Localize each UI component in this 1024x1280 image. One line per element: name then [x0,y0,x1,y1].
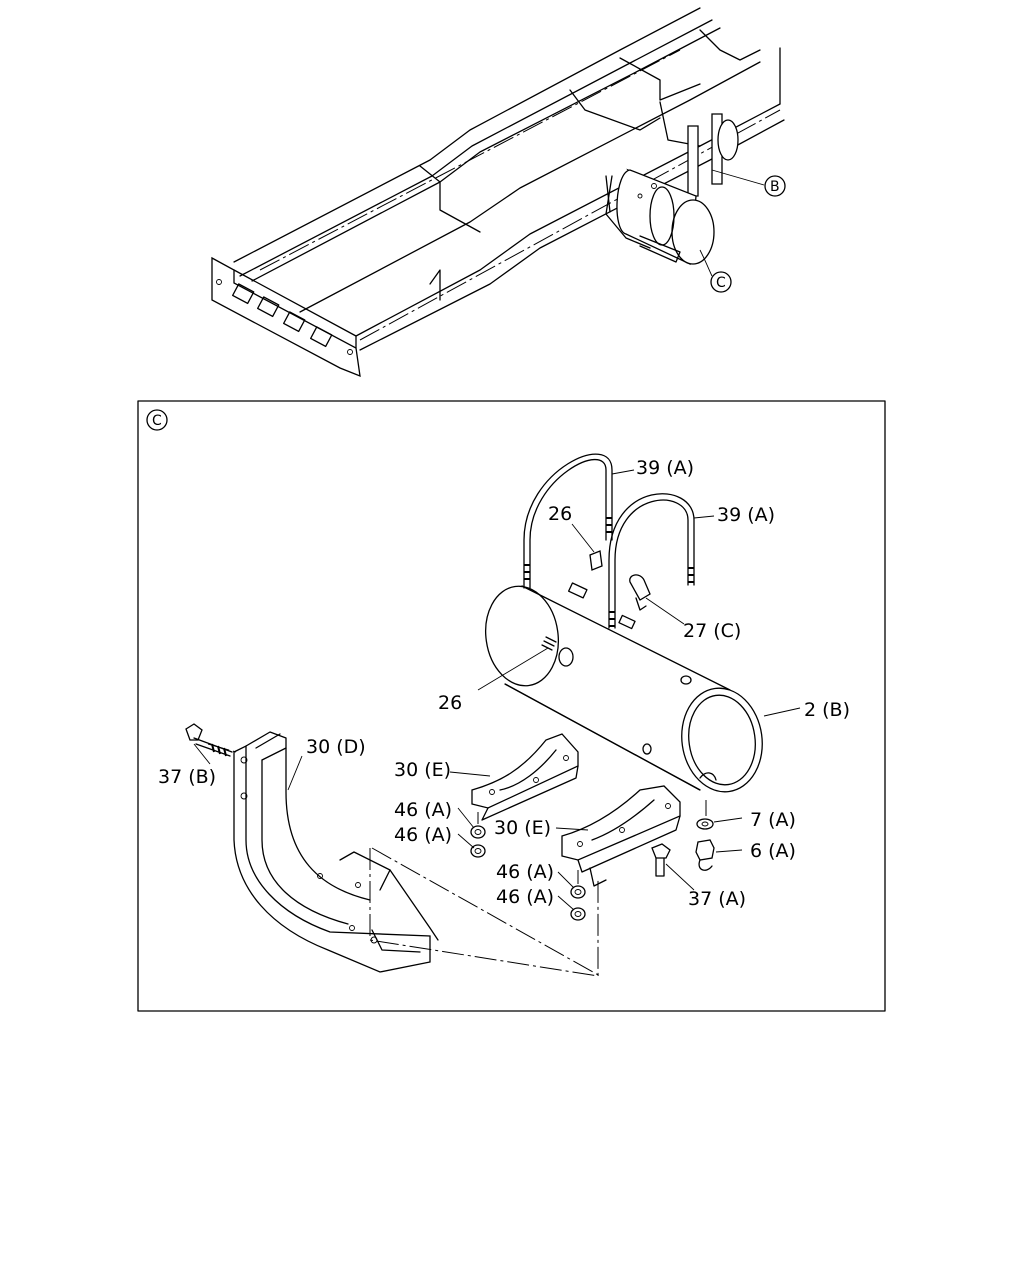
bracket-30d-illustration [233,731,439,973]
label-46a-2: 46 (A) [394,824,452,846]
saddle-30e-lower [561,785,681,887]
label-37a: 37 (A) [688,888,746,910]
callout-c: C [699,249,732,293]
plug-fitting-top [589,550,603,571]
label-2b: 2 (B) [804,699,850,721]
label-46a-4: 46 (A) [496,886,554,908]
svg-text:C: C [152,413,162,429]
detail-view-frame [137,400,886,1012]
nut-46a-illustrations [470,825,586,921]
label-37b: 37 (B) [158,766,216,788]
air-tank-illustration [485,574,763,793]
label-46a-1: 46 (A) [394,799,452,821]
label-6a: 6 (A) [750,840,796,862]
label-27c: 27 (C) [683,620,741,642]
saddle-30e-upper [471,733,579,821]
label-26-side: 26 [438,692,462,714]
drain-cock-6a-illustration [695,839,715,871]
center-line [369,848,599,977]
label-30e-1: 30 (E) [394,759,451,781]
label-46a-3: 46 (A) [496,861,554,883]
callout-b-letter: B [770,179,780,195]
callout-c-letter: C [716,275,726,291]
label-7a: 7 (A) [750,809,796,831]
u-bolt-illustration [523,453,695,629]
label-30d: 30 (D) [306,736,366,758]
label-26-top: 26 [548,503,572,525]
label-39a-1: 39 (A) [636,457,694,479]
detail-view-label: C [146,409,168,431]
washer-7a-illustration [696,818,714,830]
callout-b: B [711,169,786,197]
label-39a-2: 39 (A) [717,504,775,526]
chassis-frame-illustration [211,7,785,378]
bolt-37b-illustration [185,723,233,757]
bolt-37a-illustration [651,843,671,877]
leader-lines [193,469,801,911]
label-30e-2: 30 (E) [494,817,551,839]
